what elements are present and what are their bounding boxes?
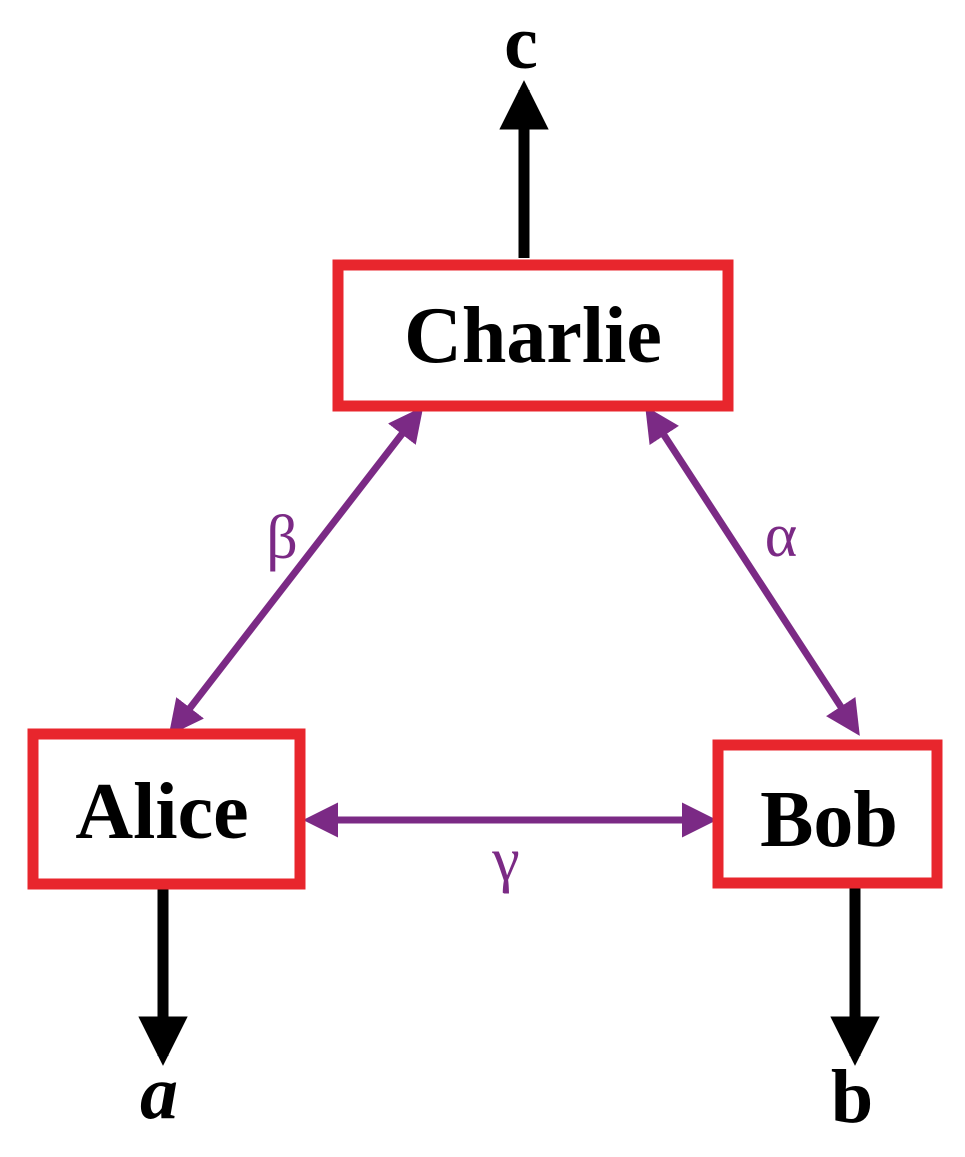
output-label-b: b — [831, 1055, 873, 1139]
node-bob-box — [712, 739, 943, 889]
output-label-c: c — [504, 1, 538, 85]
output-label-a: a — [140, 1051, 178, 1135]
node-charlie-label: Charlie — [404, 292, 662, 380]
link-label-alpha: α — [765, 502, 797, 570]
link-arrow-alpha — [645, 406, 860, 736]
node-charlie-box — [332, 259, 734, 412]
link-label-beta: β — [266, 504, 298, 572]
link-label-gamma: γ — [491, 826, 519, 894]
node-bob: Bob — [712, 739, 943, 889]
link-arrow-beta — [168, 406, 424, 736]
node-bob-label: Bob — [760, 776, 898, 864]
node-alice-label: Alice — [75, 768, 248, 856]
node-alice: Alice — [27, 728, 306, 890]
node-charlie: Charlie — [332, 259, 734, 412]
node-alice-box — [27, 728, 306, 890]
